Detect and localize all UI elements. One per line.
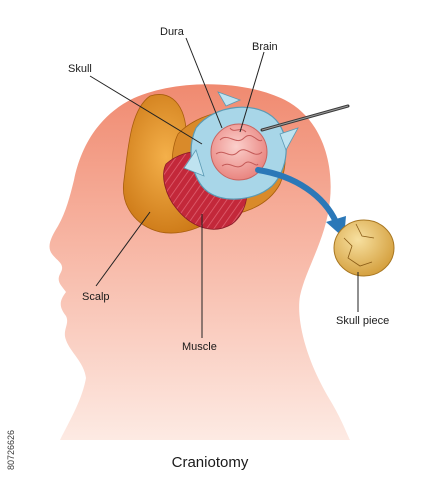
brain-gyri: [215, 127, 263, 168]
label-dura: Dura: [160, 26, 185, 38]
skull-piece: [333, 219, 395, 277]
dura-flap-left: [183, 149, 205, 177]
label-scalp: Scalp: [82, 291, 110, 303]
instrument-highlight: [261, 105, 349, 131]
dura-leader: [185, 37, 223, 129]
brain-leader: [239, 51, 265, 133]
label-brain: Brain: [252, 41, 278, 53]
dura-flap-right: [279, 127, 299, 151]
label-skull: Skull: [68, 63, 92, 75]
skull-leader: [89, 75, 203, 145]
stock-id: 80726626: [6, 430, 16, 470]
label-muscle: Muscle: [182, 341, 217, 353]
dura-flap-top: [217, 91, 242, 107]
brain-exposed: [210, 123, 268, 181]
removal-arrow: [255, 167, 339, 225]
label-skull-piece: Skull piece: [336, 315, 389, 327]
scalp-leader: [95, 211, 151, 287]
caption: Craniotomy: [172, 454, 249, 471]
